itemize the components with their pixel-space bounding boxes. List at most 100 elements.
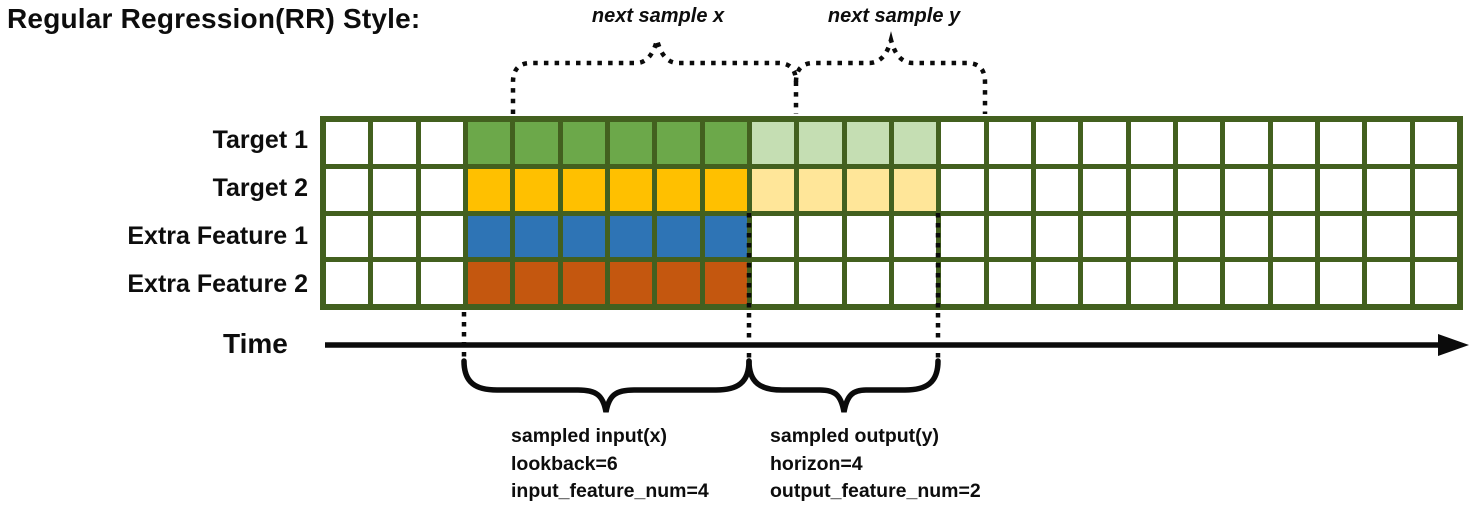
grid-cell — [1367, 168, 1410, 211]
grid-cell — [1083, 168, 1126, 211]
grid-cell — [988, 168, 1031, 211]
grid-cell — [373, 122, 416, 164]
time-axis-label: Time — [223, 328, 288, 359]
grid-cell — [373, 262, 416, 304]
grid-cell — [373, 168, 416, 211]
grid-cell — [799, 168, 842, 211]
next-sample-x-label: next sample x — [591, 5, 725, 27]
grid-cell — [562, 215, 605, 258]
grid-cell — [1083, 122, 1126, 164]
grid-cell — [1083, 262, 1126, 304]
grid-cell — [1319, 215, 1363, 258]
grid-cell — [467, 262, 511, 304]
grid-cell — [988, 262, 1031, 304]
sampled-input-title: sampled input(x) — [511, 425, 668, 447]
grid-cell — [657, 262, 700, 304]
grid-cell — [467, 215, 511, 258]
grid-cell — [1035, 168, 1079, 211]
sampled-input-params: sampled input(x) lookback=6 input_featur… — [511, 423, 709, 506]
grid-cell — [1035, 262, 1079, 304]
grid-cell — [846, 215, 889, 258]
grid-cell — [326, 168, 369, 211]
grid-cell — [893, 215, 937, 258]
grid-cell — [1177, 215, 1221, 258]
grid-cell — [515, 262, 558, 304]
grid-cell — [704, 168, 747, 211]
lookback-value: lookback=6 — [511, 452, 618, 475]
grid-cell — [1130, 215, 1173, 258]
row-label-target-1: Target 1 — [212, 126, 308, 154]
grid-cell — [420, 215, 463, 258]
grid-cell — [1130, 262, 1173, 304]
grid-cell — [326, 122, 369, 164]
grid-cell — [893, 168, 937, 211]
next-sample-x-brace — [510, 31, 799, 114]
sample-grid — [320, 116, 1463, 310]
grid-cell — [562, 168, 605, 211]
output-feature-num-value: output_feature_num=2 — [770, 480, 981, 502]
grid-cell — [893, 122, 937, 164]
grid-cell — [1319, 168, 1363, 211]
grid-cell — [515, 215, 558, 258]
grid-cell — [1414, 262, 1457, 304]
grid-cell — [609, 215, 653, 258]
grid-cell — [1225, 122, 1268, 164]
grid-cell — [799, 215, 842, 258]
grid-cell — [1272, 215, 1315, 258]
grid-cell — [1225, 168, 1268, 211]
grid-cell — [1177, 168, 1221, 211]
grid-cell — [893, 262, 937, 304]
row-label-target-2: Target 2 — [212, 174, 308, 202]
grid-cell — [1319, 122, 1363, 164]
grid-cell — [1272, 262, 1315, 304]
grid-cell — [657, 168, 700, 211]
grid-cell — [1225, 215, 1268, 258]
grid-cell — [1130, 122, 1173, 164]
sampled-output-title: sampled output(y) — [770, 425, 939, 447]
next-sample-y-label: next sample y — [827, 5, 961, 27]
grid-cell — [1035, 215, 1079, 258]
diagram-title: Regular Regression(RR) Style: — [7, 3, 421, 34]
grid-cell — [609, 122, 653, 164]
grid-cell — [657, 215, 700, 258]
grid-cell — [704, 122, 747, 164]
grid-cell — [515, 122, 558, 164]
grid-cell — [1272, 122, 1315, 164]
row-label-extra-feature-1: Extra Feature 1 — [127, 222, 308, 250]
grid-cell — [1225, 262, 1268, 304]
grid-cell — [751, 215, 795, 258]
sampled-output-params: sampled output(y) horizon=4 output_featu… — [770, 423, 981, 506]
grid-cell — [326, 262, 369, 304]
grid-cell — [1414, 122, 1457, 164]
grid-cell — [562, 262, 605, 304]
grid-cell — [1177, 122, 1221, 164]
grid-cell — [1130, 168, 1173, 211]
grid-cell — [1272, 168, 1315, 211]
grid-cell — [1319, 262, 1363, 304]
horizon-value: horizon=4 — [770, 452, 863, 475]
grid-cell — [941, 122, 984, 164]
grid-cell — [751, 262, 795, 304]
grid-cell — [515, 168, 558, 211]
grid-cell — [1414, 168, 1457, 211]
grid-cell — [1367, 215, 1410, 258]
grid-cell — [1367, 122, 1410, 164]
grid-cell — [657, 122, 700, 164]
grid-cell — [988, 215, 1031, 258]
grid-cell — [1177, 262, 1221, 304]
sampled-input-brace — [461, 358, 752, 413]
input-feature-num-value: input_feature_num=4 — [511, 480, 709, 502]
grid-cell — [751, 122, 795, 164]
grid-cell — [941, 262, 984, 304]
grid-cell — [1035, 122, 1079, 164]
grid-cell — [704, 262, 747, 304]
grid-cell — [420, 262, 463, 304]
grid-cell — [467, 168, 511, 211]
sampled-output-brace — [746, 358, 941, 413]
next-sample-y-brace — [793, 31, 988, 114]
grid-cell — [420, 168, 463, 211]
grid-cell — [941, 215, 984, 258]
grid-cell — [988, 122, 1031, 164]
grid-cell — [846, 262, 889, 304]
